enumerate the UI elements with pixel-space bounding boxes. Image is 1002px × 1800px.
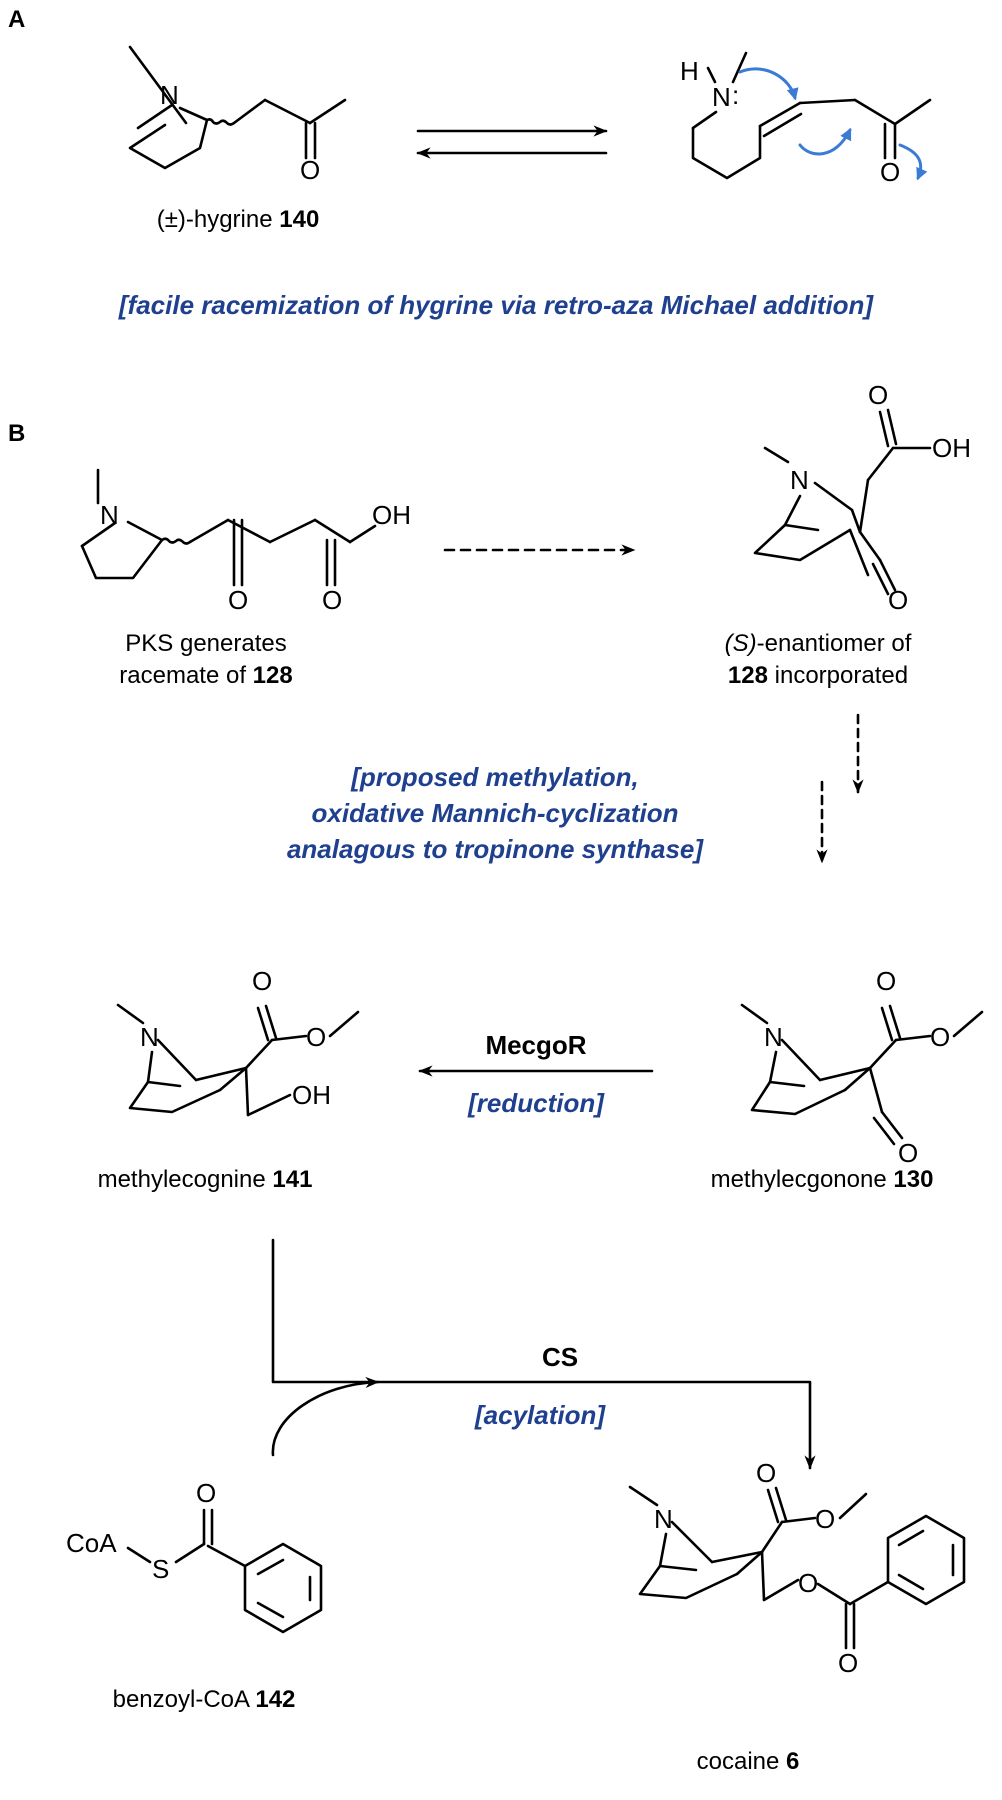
atom-n-enone: N — [712, 82, 731, 112]
atom-o-enone: O — [880, 157, 901, 187]
label-methylecgonine: methylecognine 141 — [97, 1166, 313, 1193]
cocaine-structure — [628, 1485, 966, 1650]
label-benzoyl-coa: benzoyl-CoA 142 — [112, 1686, 296, 1713]
label-cocaine: cocaine 6 — [696, 1748, 800, 1775]
acylation-arrow — [271, 1238, 816, 1470]
atom-o-hygrine: O — [300, 155, 321, 185]
atom-o-cocaine-benzoyl: O — [838, 1648, 859, 1678]
label-s-enantiomer-line1: (S)-enantiomer of — [724, 630, 912, 657]
electron-pushing-arrows — [738, 67, 928, 181]
panel-label-a: A — [8, 6, 26, 33]
note-racemization: [facile racemization of hygrine via retr… — [118, 290, 874, 320]
enzyme-cs: CS — [541, 1342, 579, 1372]
note-mannich-line3: analagous to tropinone synthase] — [286, 834, 704, 864]
curved-arrow-2 — [798, 127, 852, 156]
atom-oh-acid: OH — [372, 500, 411, 530]
atom-s: S — [152, 1554, 170, 1584]
atom-n-methylecgonine: N — [140, 1022, 159, 1052]
note-mannich-line1: [proposed methylation, — [351, 762, 639, 792]
atom-o-cocaine-carbonyl: O — [756, 1458, 777, 1488]
enzyme-mecgor: MecgoR — [485, 1030, 587, 1060]
atom-coa: CoA — [66, 1528, 117, 1558]
atom-n-hygrine: N — [160, 80, 179, 110]
beta-keto-acid-structure — [80, 468, 377, 587]
atom-o-acid: O — [322, 585, 343, 615]
label-s-enantiomer-line2: 128 incorporated — [727, 662, 909, 689]
atom-o-ecgonone-carbonyl: O — [876, 966, 897, 996]
atom-oh-s-acid: OH — [932, 433, 971, 463]
label-methylecgonone: methylecgonone 130 — [710, 1166, 934, 1193]
atom-o-ecgonine-carbonyl: O — [252, 966, 273, 996]
methylecgonine-structure — [116, 1003, 360, 1117]
lone-pair: : — [732, 80, 740, 110]
note-mannich-line2: oxidative Mannich-cyclization — [311, 798, 679, 828]
note-acylation: [acylation] — [474, 1400, 606, 1430]
panel-label-b: B — [8, 420, 26, 447]
atom-n-s-enantiomer: N — [790, 465, 809, 495]
open-chain-enone-structure — [691, 51, 932, 180]
atom-o-ecgonone-keto: O — [898, 1138, 919, 1168]
atom-o-cocaine-benzoate: O — [798, 1568, 819, 1598]
atom-n-methylecgonone: N — [764, 1022, 783, 1052]
benzoyl-coa-structure — [126, 1508, 323, 1634]
atom-o-ecgonine-ester: O — [306, 1022, 327, 1052]
atom-o-keto: O — [228, 585, 249, 615]
note-reduction: [reduction] — [468, 1088, 604, 1118]
curved-arrow-1 — [738, 67, 799, 101]
curved-arrow-3 — [898, 143, 928, 181]
hygrine-structure — [128, 45, 347, 170]
atom-h-enone: H — [680, 56, 699, 86]
label-hygrine: (±)-hygrine 140 — [156, 206, 320, 233]
atom-o-cocaine-ester: O — [815, 1504, 836, 1534]
atom-n-keto-acid: N — [100, 500, 119, 530]
atom-n-cocaine: N — [654, 1504, 673, 1534]
label-keto-acid-line1: PKS generates — [125, 630, 287, 657]
methylecgonone-structure — [740, 1003, 984, 1146]
atom-o-benzoyl: O — [196, 1478, 217, 1508]
atom-o-s-carbonyl: O — [868, 380, 889, 410]
atom-oh-ecgonine: OH — [292, 1080, 331, 1110]
atom-o-ecgonone-ester: O — [930, 1022, 951, 1052]
benzoyl-coa-curved-arrow — [271, 1376, 380, 1457]
atom-o-s-keto: O — [888, 585, 909, 615]
label-keto-acid-line2: racemate of 128 — [119, 662, 293, 689]
s-enantiomer-bicyclic-structure — [753, 408, 932, 596]
